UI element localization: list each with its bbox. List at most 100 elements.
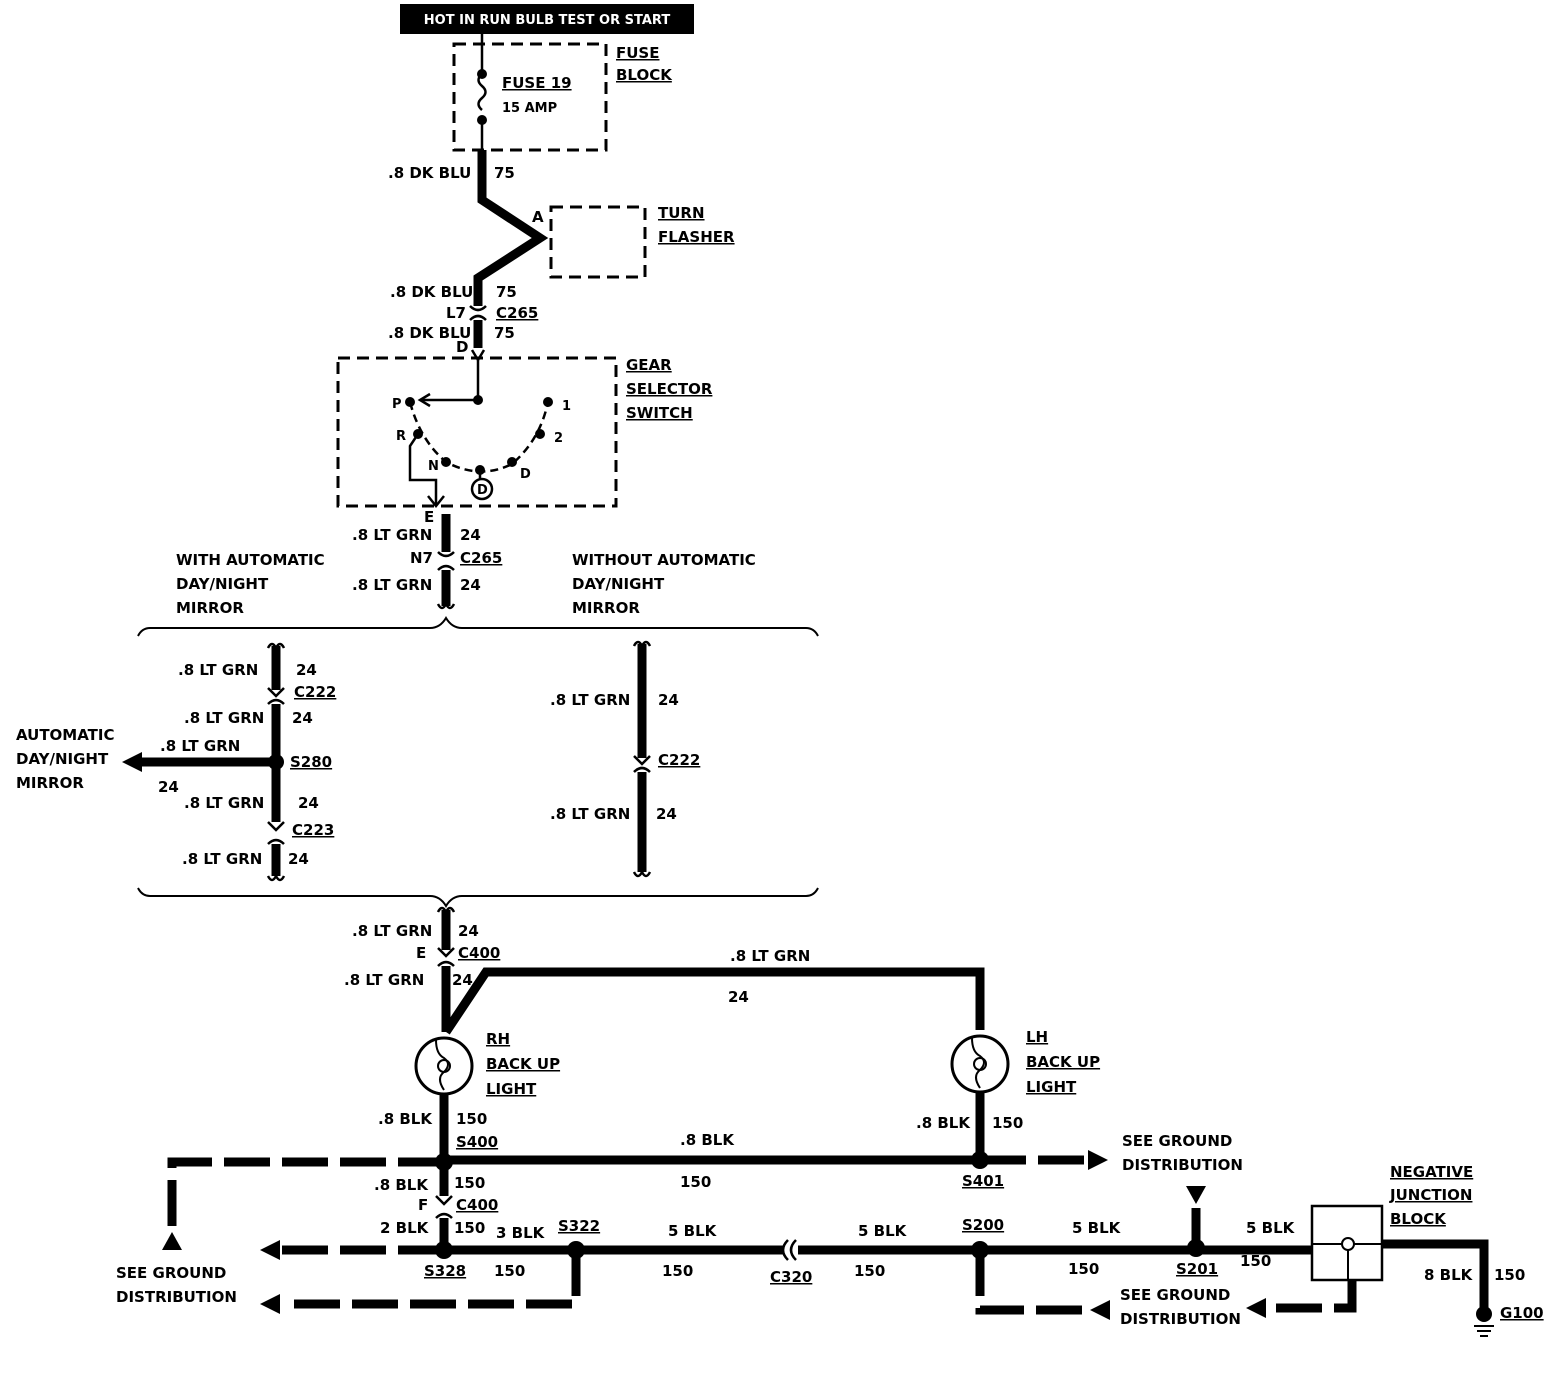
label-turn-flasher-terminal: A	[532, 208, 544, 226]
connector-c400-upper: C400	[458, 944, 500, 962]
label-wires-ltgrn-circuit: 24	[728, 988, 749, 1006]
label-wires-ltgrn: .8 LT GRN	[184, 794, 264, 812]
diagram-path	[266, 873, 286, 882]
label-gear-selector-terminal-in: D	[456, 338, 468, 356]
label-gear-selector-line1: GEAR	[626, 356, 672, 374]
label-gear-selector-positions-p: P	[392, 397, 402, 412]
label-ground-g100: G100	[1500, 1304, 1544, 1322]
diagram-path	[971, 1037, 985, 1089]
label-wires-ltgrn: .8 LT GRN	[184, 709, 264, 727]
diagram-path	[437, 947, 455, 958]
diagram-path	[437, 551, 455, 558]
label-wires-ltgrn: .8 LT GRN	[182, 850, 262, 868]
fuse-symbol	[477, 73, 487, 111]
label-splices-s401: S401	[962, 1172, 1004, 1190]
connector-c400-lower: C400	[456, 1196, 498, 1214]
label-gear-selector-positions-d-circled: D	[477, 483, 488, 498]
fuse-block-label-2: BLOCK	[616, 66, 673, 84]
label-wires-ltgrn-circuit: 24	[298, 794, 319, 812]
connector-c265-lower: C265	[460, 549, 502, 567]
label-wires-ltgrn: .8 LT GRN	[352, 922, 432, 940]
diagram-path	[267, 821, 285, 832]
label-wires-ltgrn: .8 LT GRN	[550, 691, 630, 709]
label-wires-ltgrn: .8 LT GRN	[352, 576, 432, 594]
diagram-circle	[437, 1059, 451, 1073]
diagram-polygon	[162, 1232, 182, 1250]
fuse-block-box	[452, 42, 608, 152]
label-connectors-c265-pin-upper: L7	[446, 304, 466, 322]
label-wires-ltgrn: .8 LT GRN	[550, 805, 630, 823]
diagram-circle	[470, 477, 494, 501]
label-options-with-line3: MIRROR	[176, 599, 244, 617]
fuse-block-label-1: FUSE	[616, 44, 659, 62]
turn-flasher-label-1: TURN	[658, 204, 705, 222]
label-gear-selector-positions-two: 2	[554, 431, 563, 446]
options-brace-bottom	[137, 887, 819, 908]
label-wires-ltgrn-circuit: 24	[292, 709, 313, 727]
label-wires-ltgrn: .8 LT GRN	[160, 737, 240, 755]
label-wires-ltgrn: .8 LT GRN	[730, 947, 810, 965]
label-auto-mirror-line2: DAY/NIGHT	[16, 750, 109, 768]
label-wires-ltgrn-circuit: 24	[656, 805, 677, 823]
power-source-banner	[400, 4, 694, 34]
diagram-path	[427, 495, 445, 509]
label-wires-blk-circuit: 150	[854, 1262, 885, 1280]
diagram-circle	[507, 457, 517, 467]
diagram-polygon	[1186, 1186, 1206, 1204]
diagram-polyline	[282, 1250, 581, 1309]
label-wires-dkblu: .8 DK BLU	[388, 324, 471, 342]
label-gear-selector-positions-n: N	[428, 459, 439, 474]
diagram-path	[781, 1239, 789, 1261]
label-splices-s328: S328	[424, 1262, 466, 1280]
label-ground-see-line2: DISTRIBUTION	[116, 1288, 237, 1306]
diagram-polyline	[975, 1250, 1090, 1315]
negative-junction-label-1: NEGATIVE	[1390, 1163, 1473, 1181]
diagram-polygon	[1090, 1300, 1110, 1320]
diagram-path	[436, 601, 456, 610]
label-gear-selector-line3: SWITCH	[626, 404, 693, 422]
label-wires-dkblu-circuit: 75	[494, 164, 515, 182]
connector-c222-without: C222	[658, 751, 700, 769]
label-wires-blk-circuit: 150	[1068, 1260, 1099, 1278]
diagram-polygon	[1246, 1298, 1266, 1318]
diagram-path	[267, 698, 285, 705]
label-ground-see-line1: SEE GROUND	[1120, 1286, 1230, 1304]
diagram-circle	[441, 457, 451, 467]
diagram-polyline	[1270, 1280, 1357, 1313]
label-gear-selector-terminal-out: E	[424, 508, 434, 526]
label-wires-ltgrn-circuit: 24	[158, 778, 179, 796]
diagram-path	[437, 564, 455, 571]
label-ground-neg-line3: BLOCK	[1390, 1210, 1447, 1228]
label-wires-ltgrn-circuit: 24	[658, 691, 679, 709]
label-splices-s280: S280	[290, 753, 332, 771]
diagram-circle	[973, 1057, 987, 1071]
diagram-path	[267, 687, 285, 698]
diagram-polyline	[167, 1157, 444, 1232]
label-wires-dkblu: .8 DK BLU	[390, 283, 473, 301]
label-wires-blk: .8 BLK	[916, 1114, 971, 1132]
label-auto-mirror-line3: MIRROR	[16, 774, 84, 792]
label-wires-blk: .8 BLK	[374, 1176, 429, 1194]
label-options-without-line3: MIRROR	[572, 599, 640, 617]
label-wires-ltgrn-circuit: 24	[458, 922, 479, 940]
label-connectors-c400-pin-lower: F	[418, 1196, 428, 1214]
label-wires-blk-circuit: 150	[680, 1173, 711, 1191]
ground-g100	[1476, 1306, 1492, 1322]
label-wires-ltgrn-circuit: 24	[288, 850, 309, 868]
label-rh-light-line3: LIGHT	[486, 1080, 537, 1098]
diagram-polygon	[260, 1294, 280, 1314]
diagram-path	[417, 392, 431, 408]
label-wires-blk-circuit: 150	[1240, 1252, 1271, 1270]
diagram-polygon	[1088, 1150, 1108, 1170]
label-gear-selector-positions-one: 1	[562, 399, 571, 414]
label-lh-light-line2: BACK UP	[1026, 1053, 1100, 1071]
wire-dkblu-to-flasher	[473, 150, 549, 306]
diagram-path	[435, 1195, 453, 1206]
lh-backup-light-bulb	[950, 1034, 1010, 1094]
diagram-path	[437, 960, 455, 967]
label-wires-blk5: 5 BLK	[858, 1222, 908, 1240]
label-wires-blk3: 3 BLK	[496, 1224, 546, 1242]
diagram-path	[632, 869, 652, 878]
diagram-circle	[1341, 1237, 1355, 1251]
label-wires-blk2: 2 BLK	[380, 1219, 430, 1237]
